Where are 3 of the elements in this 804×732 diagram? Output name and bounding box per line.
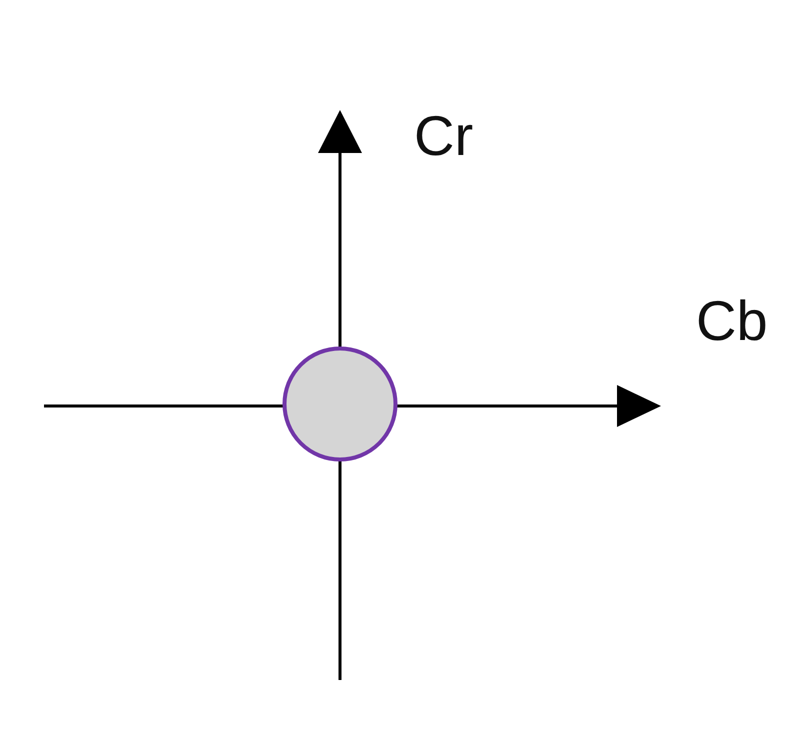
circle bbox=[282, 346, 398, 462]
axis-label: Cr bbox=[414, 108, 474, 164]
axis-label: Cb bbox=[696, 293, 768, 349]
